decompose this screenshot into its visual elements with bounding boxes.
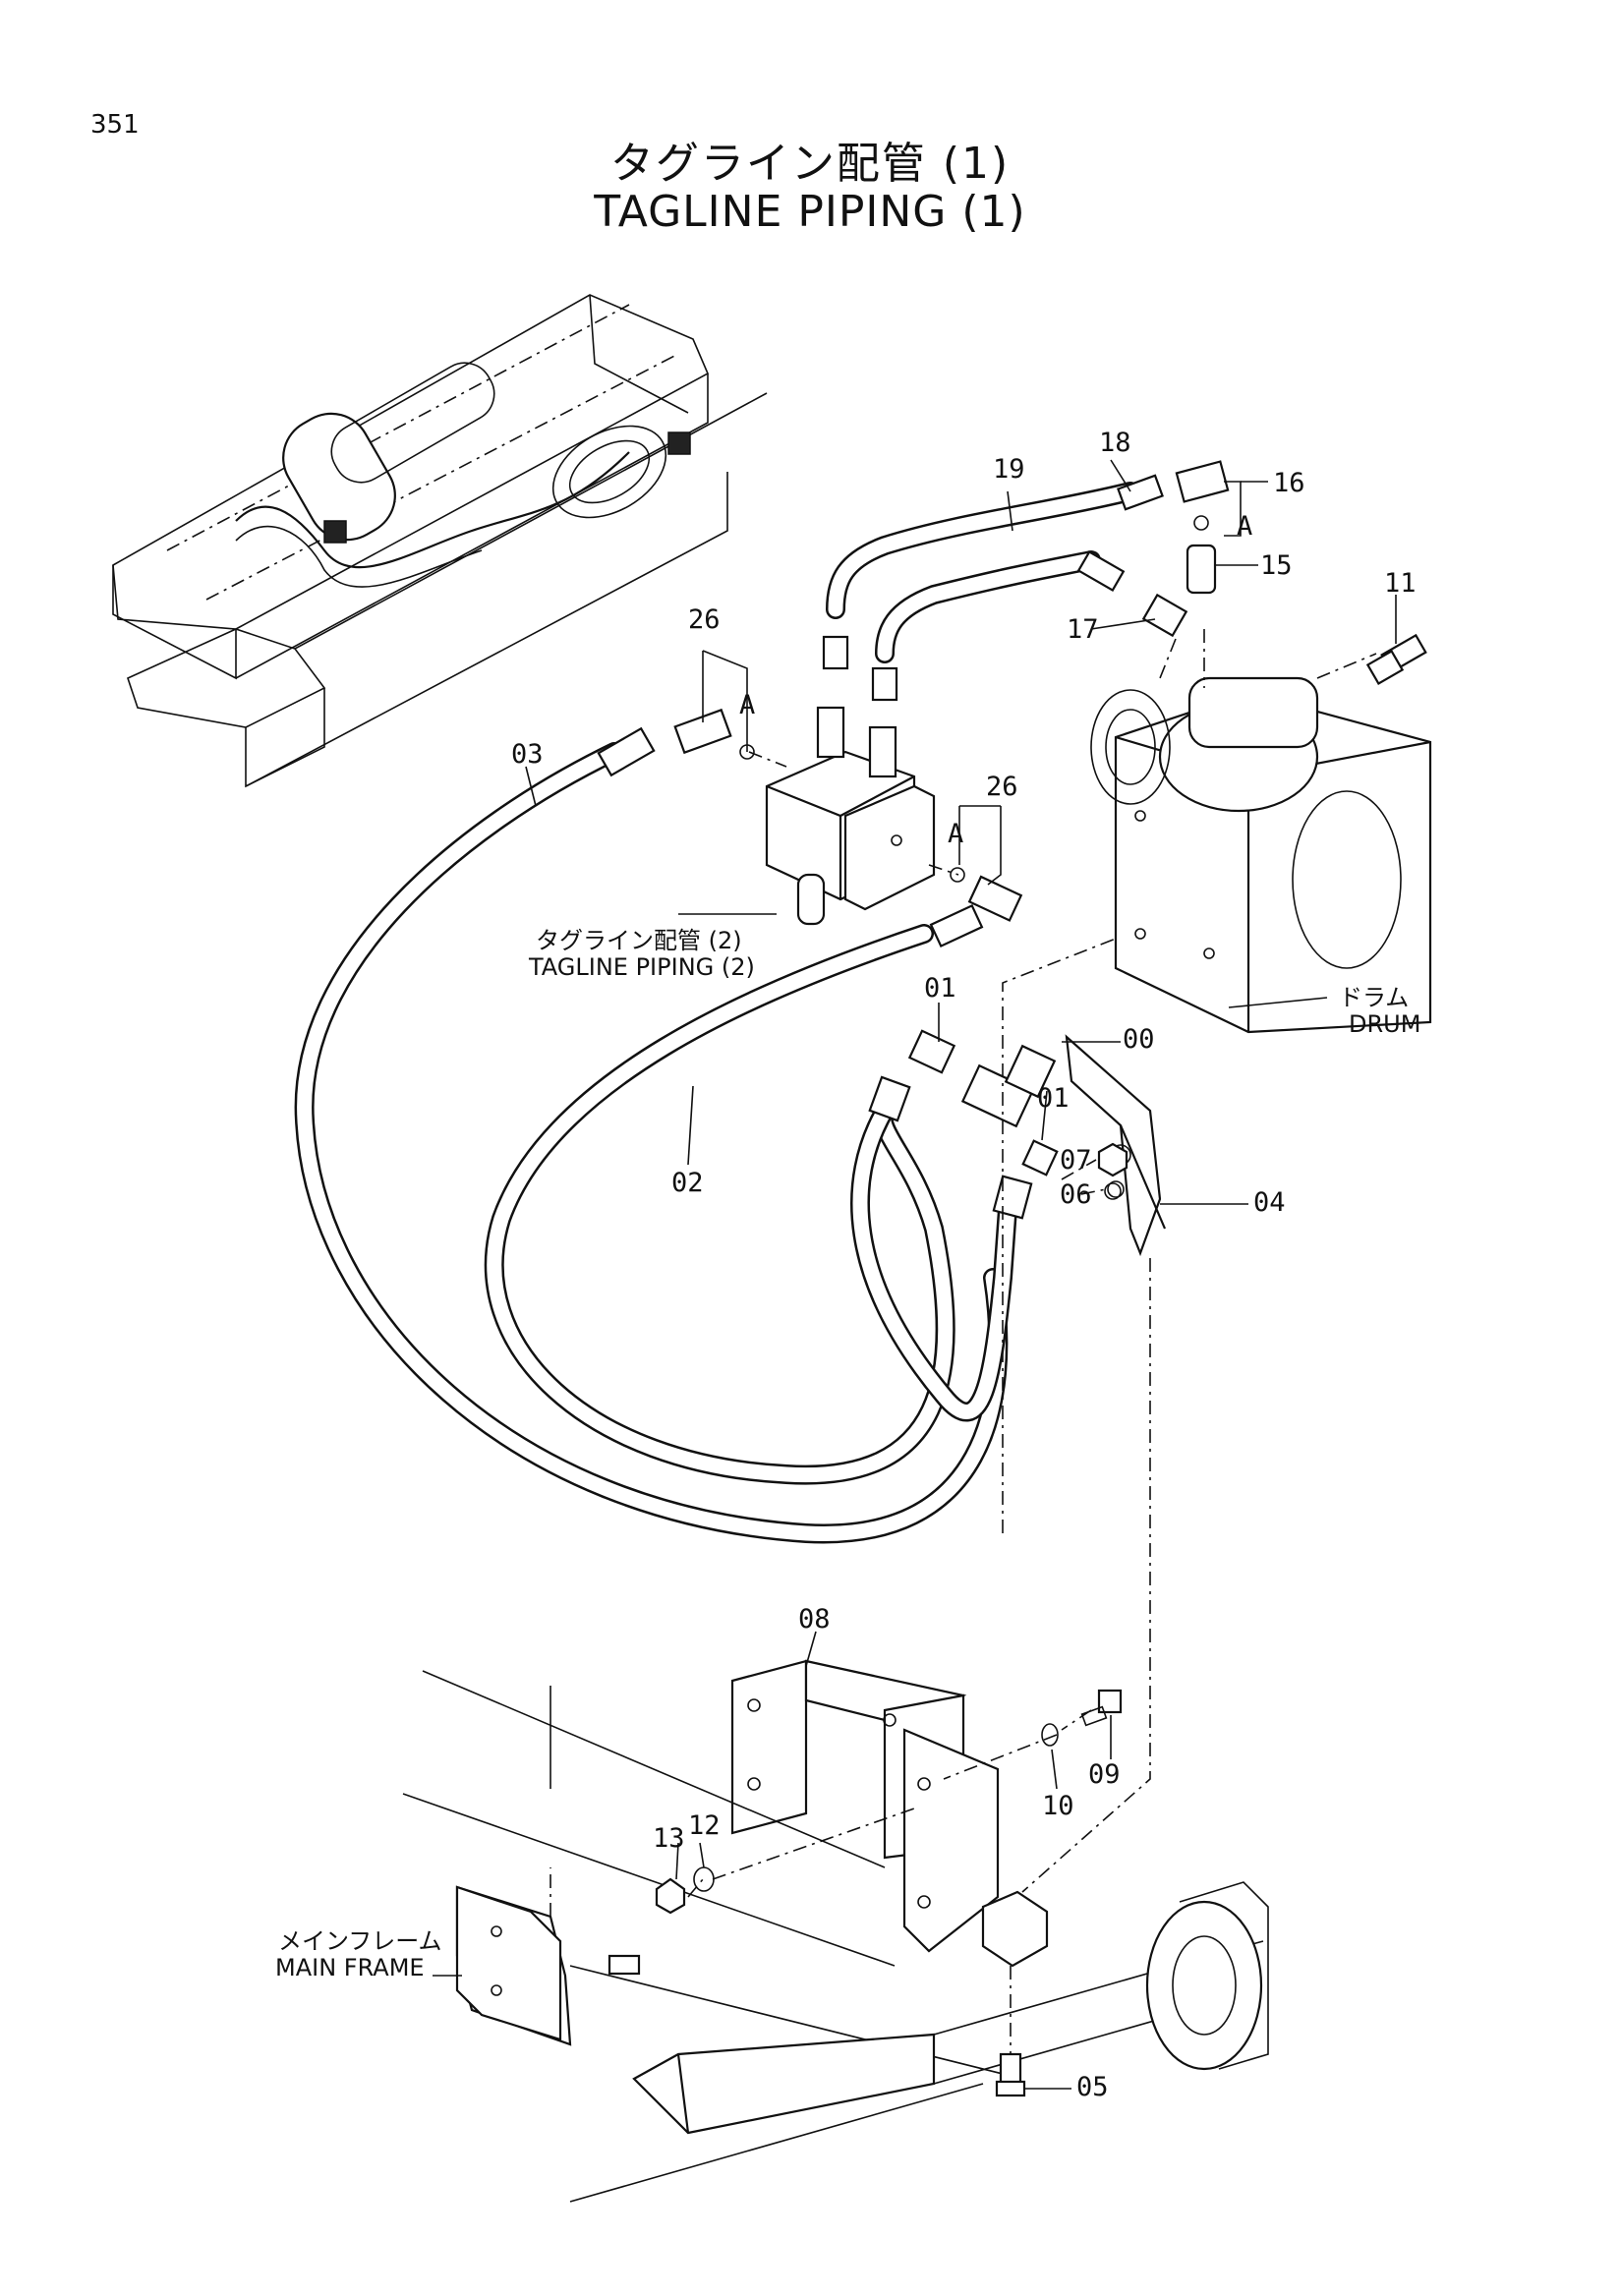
callout-26-upper: 26: [688, 604, 721, 635]
callout-09: 09: [1088, 1759, 1121, 1790]
drum-label-jp: ドラム: [1339, 984, 1410, 1011]
callout-01-lower: 01: [1037, 1083, 1070, 1114]
callout-03: 03: [511, 739, 544, 770]
ref-marker-a-right: A: [948, 819, 964, 849]
callout-17: 17: [1067, 614, 1099, 645]
main-frame-label-en: MAIN FRAME: [275, 1954, 425, 1981]
tagline-piping-2-en: TAGLINE PIPING (2): [529, 953, 755, 981]
callout-01-upper: 01: [924, 973, 956, 1004]
page-number: 351: [90, 110, 140, 140]
callout-02: 02: [671, 1168, 704, 1198]
ref-marker-a-upper-right: A: [1237, 511, 1253, 542]
main-frame: [402, 1670, 1269, 2203]
drum: [1090, 460, 1432, 1034]
assembly-lines: [550, 629, 1377, 2054]
main-frame-label-jp: メインフレーム: [278, 1927, 442, 1955]
tagline-piping-2-jp: タグライン配管 (2): [536, 927, 742, 954]
boom-structure: [112, 294, 768, 788]
small-hardware: [655, 649, 1405, 2097]
valve-block: [673, 706, 1023, 926]
callout-13: 13: [653, 1823, 685, 1854]
title-japanese: タグライン配管 (1): [609, 139, 1011, 189]
leader-lines: [433, 459, 1397, 2090]
callout-10: 10: [1042, 1791, 1074, 1821]
callout-26-lower: 26: [986, 772, 1018, 802]
callout-18: 18: [1099, 428, 1131, 458]
callout-11: 11: [1384, 568, 1417, 599]
title-english: TAGLINE PIPING (1): [594, 187, 1026, 237]
callout-19: 19: [993, 454, 1025, 485]
drum-label-en: DRUM: [1349, 1010, 1421, 1038]
hose-lower-pair: [850, 1101, 1017, 1422]
ref-marker-a-left: A: [739, 690, 756, 720]
center-valve-and-bracket: [907, 1029, 1167, 1257]
callout-08: 08: [798, 1604, 831, 1635]
callout-15: 15: [1260, 550, 1293, 581]
callout-16: 16: [1273, 468, 1305, 498]
callout-04: 04: [1253, 1187, 1286, 1218]
hose-02: [484, 924, 955, 1485]
callout-05: 05: [1076, 2072, 1109, 2102]
callout-00: 00: [1123, 1024, 1155, 1055]
callout-06: 06: [1060, 1179, 1092, 1210]
hose-19: [826, 482, 1140, 663]
callout-07: 07: [1060, 1145, 1092, 1176]
bracket-08: [730, 1659, 1000, 1953]
callout-12: 12: [688, 1810, 721, 1841]
hose-03: [294, 742, 1009, 1544]
